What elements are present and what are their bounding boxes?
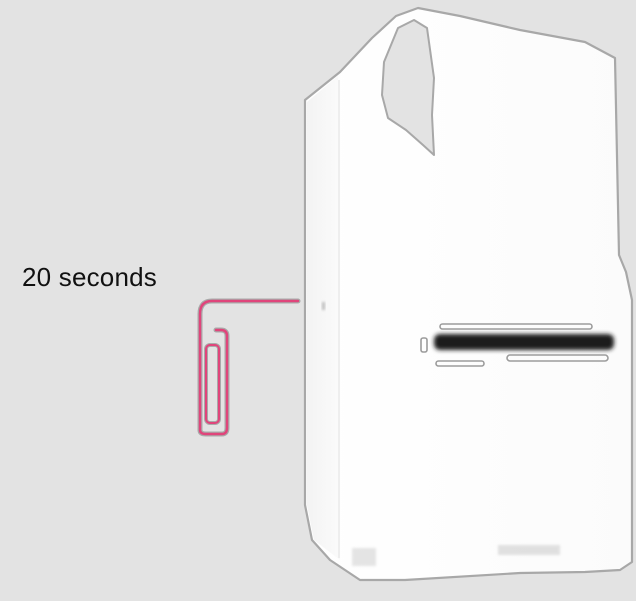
device-print-mark: [498, 545, 560, 555]
annotation-marker: [200, 301, 298, 434]
annotation-sample-slot: [206, 345, 219, 423]
annotation-label: 20 seconds: [22, 262, 157, 293]
side-mark: [322, 302, 325, 310]
strip-band: [434, 334, 614, 350]
bottom-shadow: [352, 548, 376, 566]
annotation-bracket: [200, 301, 298, 434]
device-side-face: [307, 76, 340, 560]
device-body: [305, 8, 632, 580]
annotation-bracket-inner: [200, 301, 298, 434]
device-outline: [305, 8, 632, 580]
